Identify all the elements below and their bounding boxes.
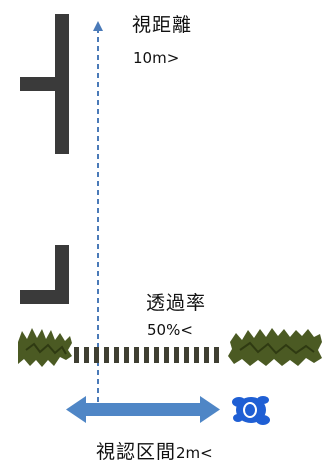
visible-section-title: 視認区間	[96, 441, 177, 463]
sight-distance-value: 10m>	[133, 49, 180, 67]
fence-post	[134, 347, 139, 363]
fence-post	[114, 347, 119, 363]
lower-wall-arm	[20, 290, 69, 304]
fence-post	[104, 347, 109, 363]
fence-post	[124, 347, 129, 363]
transparency-title: 透過率	[146, 292, 207, 314]
fence-post	[144, 347, 149, 363]
fence	[74, 347, 219, 363]
fence-post	[194, 347, 199, 363]
fence-post	[174, 347, 179, 363]
lower-wall-vertical	[55, 245, 69, 304]
person-top-view-icon	[232, 396, 270, 425]
fence-post	[74, 347, 79, 363]
upper-wall-arm	[20, 77, 69, 91]
lower-wall	[20, 245, 69, 304]
visible-section-label: 視認区間2m<	[96, 437, 213, 464]
fence-post	[204, 347, 209, 363]
fence-post	[164, 347, 169, 363]
upper-wall	[20, 14, 69, 154]
visible-section-double-arrow	[66, 396, 220, 423]
visible-section-value: 2m<	[176, 444, 213, 462]
fence-post	[214, 347, 219, 363]
transparency-value: 50%<	[147, 321, 193, 339]
fence-post	[84, 347, 89, 363]
fence-post	[94, 347, 99, 363]
hedge-right-shrub-icon	[228, 328, 322, 366]
hedge-left-shrub-icon	[18, 328, 72, 367]
fence-post	[184, 347, 189, 363]
sight-distance-title: 視距離	[132, 14, 193, 36]
fence-post	[154, 347, 159, 363]
